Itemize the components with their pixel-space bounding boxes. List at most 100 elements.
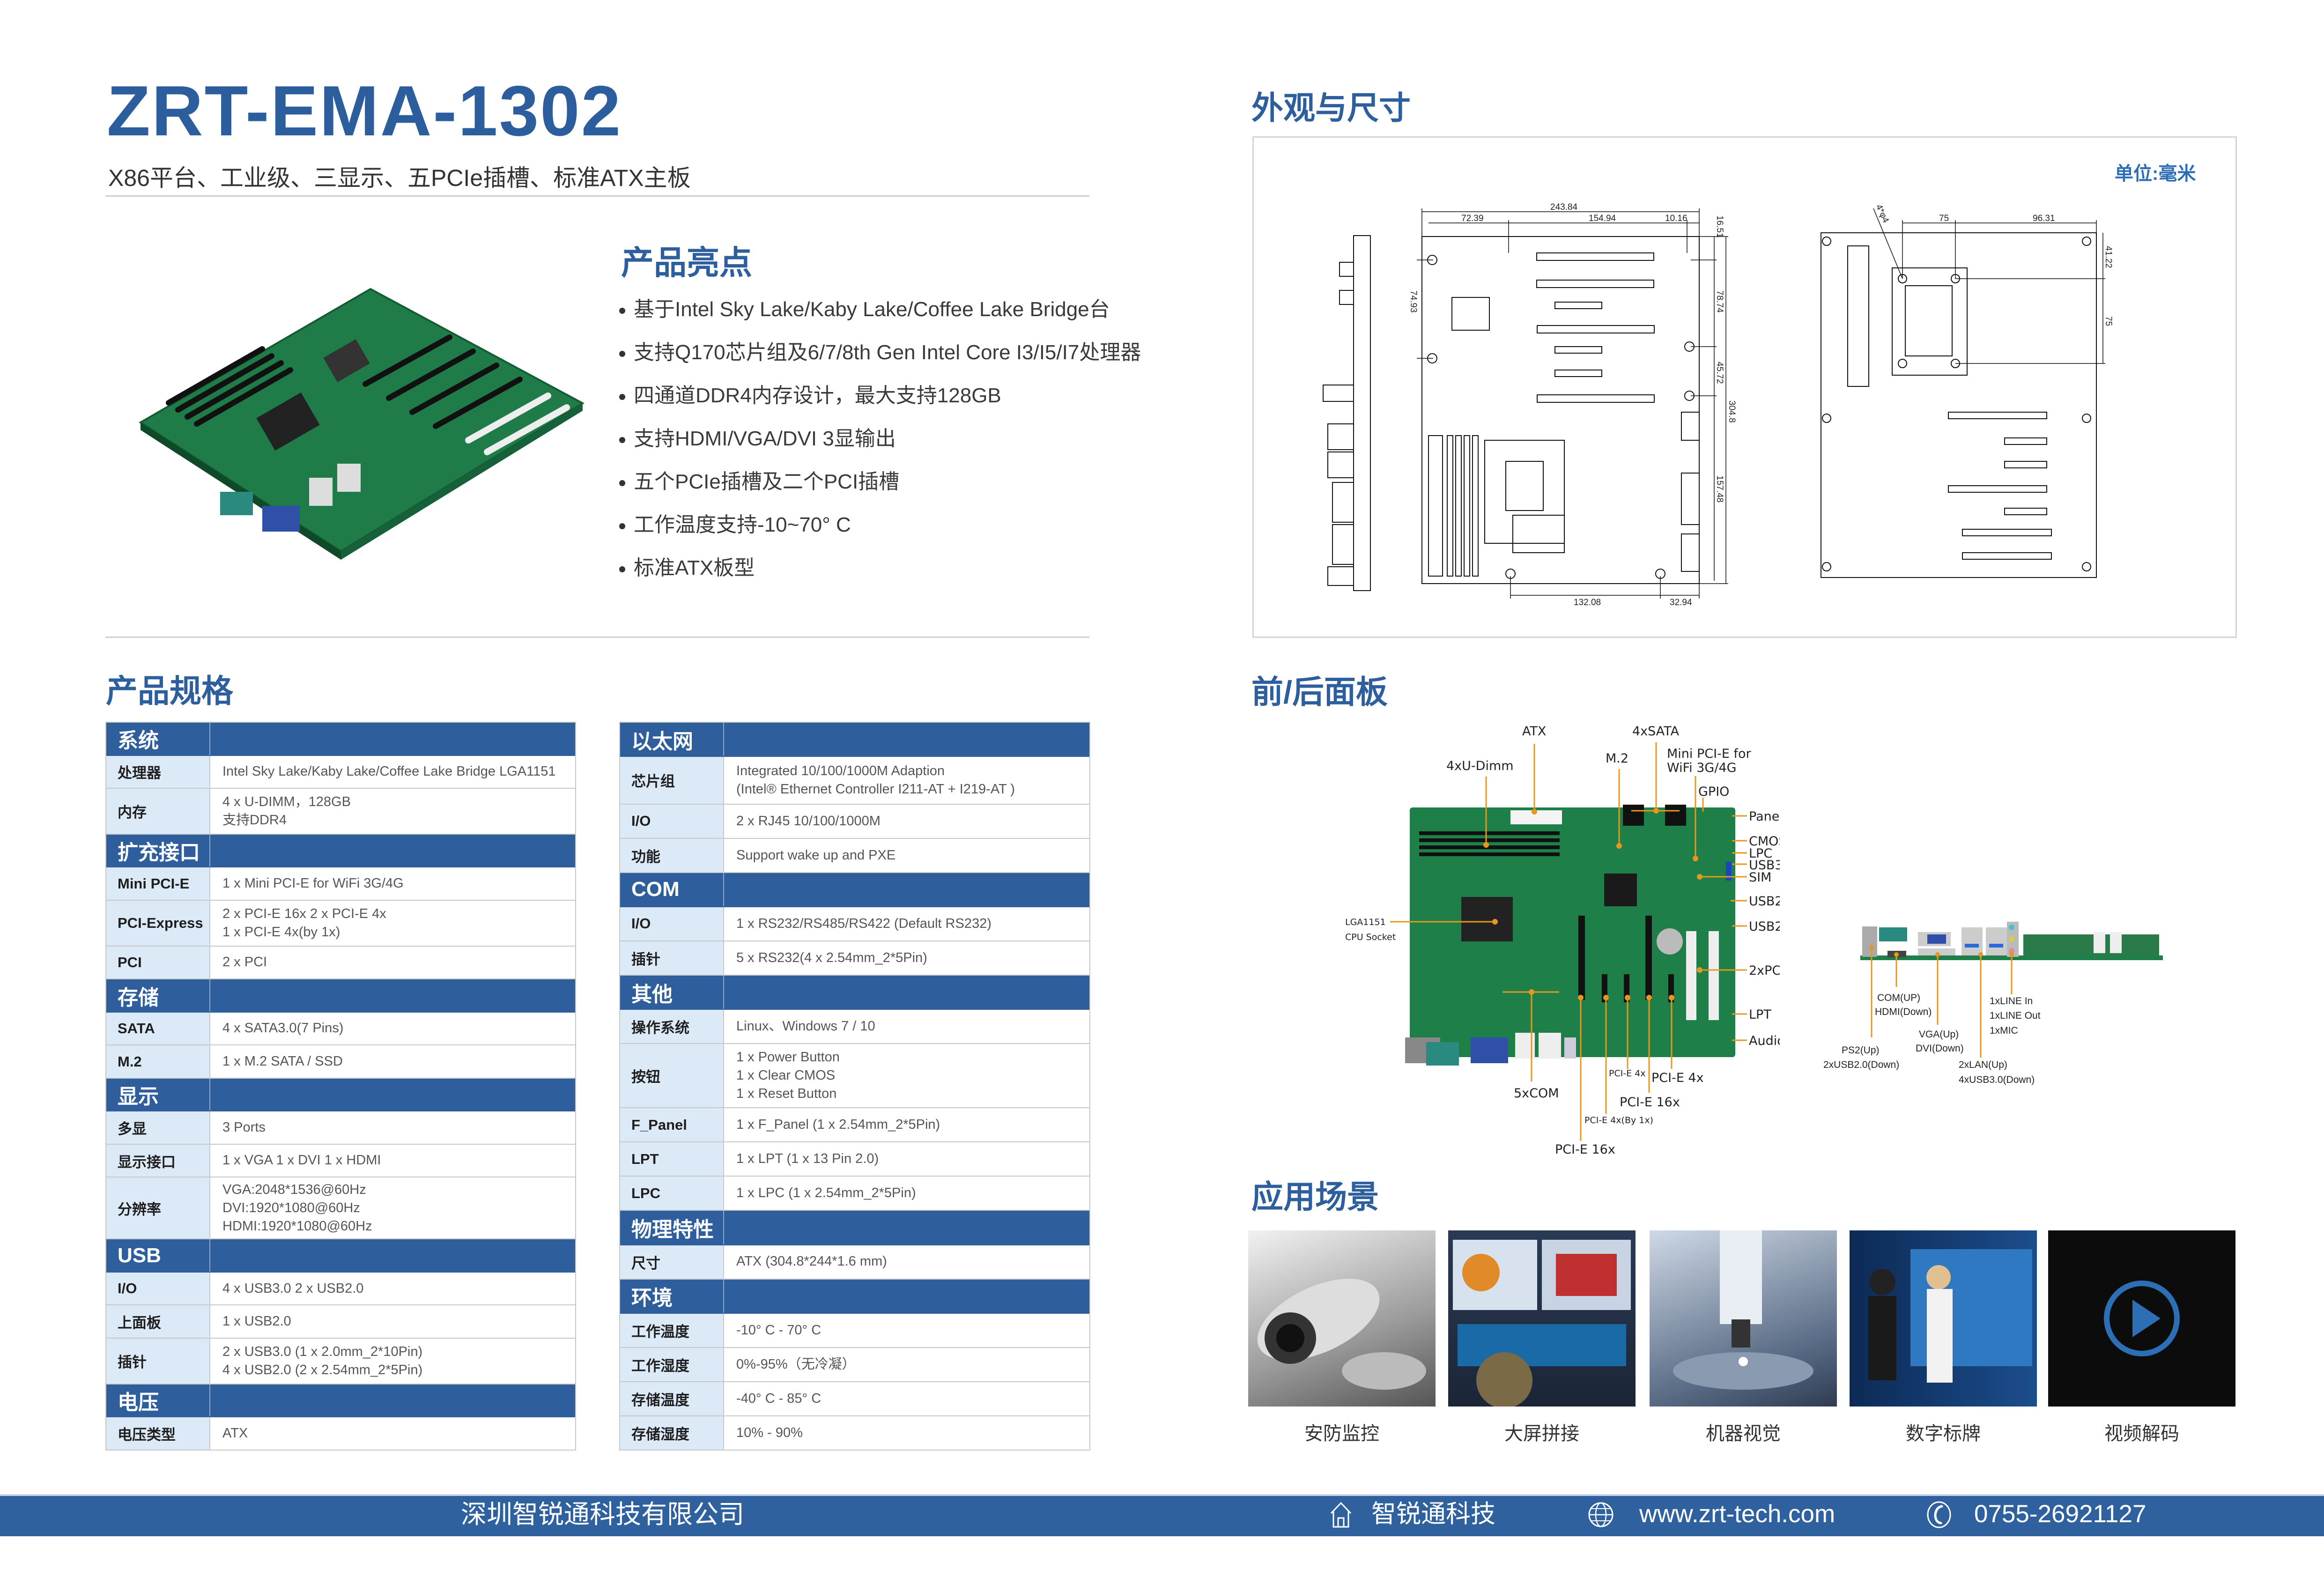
bullet-icon	[619, 437, 625, 443]
spec-section-title: 其他	[620, 975, 724, 1009]
app-caption: 数字标牌	[1906, 1423, 1981, 1444]
spec-value-line: 2 x PCI-E 16x 2 x PCI-E 4x	[222, 906, 386, 921]
spec-label: 按钮	[620, 1044, 724, 1108]
highlight-text: 四通道DDR4内存设计，最大支持128GB	[634, 384, 1001, 407]
spec-value-line: ATX (304.8*244*1.6 mm)	[736, 1254, 887, 1269]
spec-label: I/O	[620, 907, 724, 940]
spec-value: 2 x PCI	[210, 947, 575, 979]
spec-label: 上面板	[106, 1305, 210, 1338]
spec-value-line: DVI:1920*1080@60Hz	[222, 1200, 360, 1215]
spec-value-line: 1 x Clear CMOS	[736, 1068, 836, 1083]
spec-value: 1 x RS232/RS485/RS422 (Default RS232)	[724, 907, 1089, 940]
spec-label: 工作温度	[620, 1313, 724, 1347]
spec-row: 存储温度-40° C - 85° C	[620, 1382, 1089, 1416]
spec-value-line: VGA:2048*1536@60Hz	[222, 1182, 366, 1197]
app-caption: 机器视觉	[1706, 1423, 1781, 1444]
dimension-drawing: 243.84 72.39 154.94 10.16 16.51 74.93 78…	[1323, 202, 2113, 607]
spec-section-title: 以太网	[620, 723, 724, 756]
spec-value-line: ATX	[222, 1426, 248, 1441]
spec-section-title: 存储	[106, 979, 210, 1012]
label-pcie4x-small: PCI-E 4x	[1609, 1068, 1646, 1079]
spec-value-line: 2 x PCI	[222, 955, 267, 970]
highlight-item: 基于Intel Sky Lake/Kaby Lake/Coffee Lake B…	[619, 288, 1141, 331]
spec-label: 处理器	[106, 755, 210, 788]
bullet-icon	[619, 523, 625, 529]
spec-value-line: 2 x RJ45 10/100/1000M	[736, 813, 881, 829]
section-divider	[105, 637, 1089, 638]
rear-panel-diagram: COM(UP) HDMI(Down) PS2(Up) 2xUSB2.0(Down…	[1823, 922, 2163, 1085]
dim-h1: 41.22	[2103, 246, 2113, 268]
spec-row: 上面板 1 x USB2.0	[106, 1305, 575, 1339]
dim-h2: 75	[2103, 316, 2113, 326]
spec-section-header: 其他	[620, 975, 1089, 1010]
label-usb2-a: USB2.0	[1749, 894, 1780, 909]
spec-label: M.2	[106, 1045, 210, 1078]
label-com: 5xCOM	[1514, 1086, 1559, 1101]
spec-label: LPT	[620, 1142, 724, 1176]
spec-value-line: 3 Ports	[222, 1119, 266, 1135]
spec-section-header: 物理特性	[620, 1211, 1089, 1245]
spec-section-filler	[724, 976, 1089, 1009]
dim-total-height: 304.8	[1727, 400, 1737, 423]
highlights-heading: 产品亮点	[621, 244, 752, 281]
spec-section-title: 显示	[106, 1078, 210, 1111]
spec-value: 1 x Mini PCI-E for WiFi 3G/4G	[210, 867, 575, 900]
label-cpu-1: LGA1151	[1345, 917, 1386, 927]
front-panel-diagram: ATX 4xSATA 4xU-Dimm M.2 Mini PCI-E for W…	[1345, 724, 1780, 1157]
rear-label-com: COM(UP)	[1877, 992, 1920, 1003]
footer-website[interactable]: www.zrt-tech.com	[1639, 1500, 1836, 1528]
spec-value-line: 4 x USB2.0 (2 x 2.54mm_2*5Pin)	[222, 1362, 423, 1377]
spec-label: 尺寸	[620, 1245, 724, 1279]
spec-value-line: 1 x Reset Button	[736, 1086, 837, 1102]
product-photo	[139, 288, 585, 560]
label-audio: Audio	[1749, 1034, 1780, 1048]
play-icon	[2104, 1281, 2180, 1356]
spec-section-filler	[724, 1211, 1089, 1244]
highlight-item: 支持Q170芯片组及6/7/8th Gen Intel Core I3/I5/I…	[619, 331, 1141, 374]
dim-r2: 78.74	[1715, 290, 1724, 313]
spec-section-header: 电压	[106, 1384, 575, 1418]
spec-section-header: 存储	[106, 979, 575, 1013]
spec-label: 操作系统	[620, 1010, 724, 1044]
spec-section-filler	[724, 1280, 1089, 1313]
label-cpu-2: CPU Socket	[1345, 932, 1396, 942]
app-image-video-wall	[1448, 1230, 1636, 1407]
spec-value: 4 x SATA3.0(7 Pins)	[210, 1013, 575, 1045]
spec-section-header: 扩充接口	[106, 834, 575, 868]
rear-label-ps2: PS2(Up)	[1842, 1045, 1880, 1056]
dim-holes: 4*φ4	[1873, 203, 1890, 224]
highlight-text: 工作温度支持-10~70° C	[634, 513, 851, 536]
label-minipcie-2: WiFi 3G/4G	[1667, 761, 1737, 775]
rear-label-dvi: DVI(Down)	[1916, 1043, 1964, 1054]
spec-label: Mini PCI-E	[106, 867, 210, 900]
label-pcie16x-a: PCI-E 16x	[1620, 1095, 1680, 1110]
dim-r4: 157.48	[1715, 475, 1724, 503]
label-usb2-b: USB2.0	[1749, 919, 1780, 934]
spec-value-line: 1 x USB2.0	[222, 1314, 291, 1329]
dimensions-heading: 外观与尺寸	[1251, 90, 1411, 126]
dim-d3: 10.16	[1665, 214, 1687, 223]
spec-section-title: 扩充接口	[106, 834, 210, 867]
spec-section-title: COM	[620, 873, 724, 906]
spec-label: 分辨率	[106, 1177, 210, 1239]
spec-section-header: 系统	[106, 723, 575, 756]
spec-row: 尺寸 ATX (304.8*244*1.6 mm)	[620, 1245, 1089, 1280]
spec-label: F_Panel	[620, 1108, 724, 1142]
highlight-text: 基于Intel Sky Lake/Kaby Lake/Coffee Lake B…	[634, 298, 1110, 321]
spec-value: 1 x VGA 1 x DVI 1 x HDMI	[210, 1145, 575, 1177]
spec-label: 工作湿度	[620, 1347, 724, 1381]
spec-value: 10% - 90%	[724, 1416, 1089, 1450]
spec-value: Support wake up and PXE	[724, 839, 1089, 872]
spec-value: ATX (304.8*244*1.6 mm)	[724, 1245, 1089, 1279]
highlight-text: 五个PCIe插槽及二个PCI插槽	[634, 470, 900, 493]
